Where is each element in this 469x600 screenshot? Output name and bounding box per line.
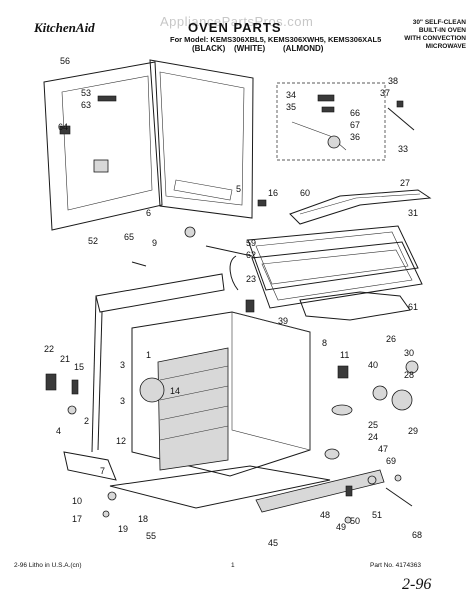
callout: 52 [88,236,98,246]
side-panel [149,59,254,219]
callout: 29 [408,426,418,436]
callout: 53 [81,88,91,98]
callout: 38 [388,76,398,86]
callout: 62 [246,250,256,260]
callout: 6 [146,208,151,218]
callout: 11 [340,350,349,360]
callout: 22 [44,344,54,354]
callout: 69 [386,456,396,466]
callout: 59 [246,238,256,248]
callout: 45 [268,538,278,548]
callout: 66 [350,108,360,118]
callout: 55 [146,531,156,541]
variant-black: (BLACK) [192,44,226,53]
misc-parts [131,199,267,313]
callout: 3 [120,360,125,370]
callout: 15 [74,362,84,372]
callout-labels: 56 53 63 64 52 6 65 9 5 16 60 27 31 59 6… [44,56,422,548]
callout: 37 [380,88,390,98]
callout: 50 [350,516,360,526]
model-line: For Model: KEMS306XBL5, KEMS306XWH5, KEM… [170,35,382,44]
description-line: BUILT-IN OVEN [418,27,466,34]
callout: 33 [398,144,408,154]
latch-parts [45,373,117,518]
callout: 8 [322,338,327,348]
callout: 27 [400,178,410,188]
callout: 63 [81,100,91,110]
callout: 36 [350,132,360,142]
callout: 26 [386,334,396,344]
callout: 51 [372,510,382,520]
footer-part-number: Part No. 4174363 [370,562,421,569]
callout: 10 [72,496,82,506]
callout: 3 [120,396,125,406]
description-line: WITH CONVECTION [404,35,466,42]
callout: 34 [286,90,296,100]
oven-racks [247,225,423,321]
callout: 49 [336,522,346,532]
callout: 64 [58,122,68,132]
callout: 30 [404,348,414,358]
callout: 5 [236,184,241,194]
callout: 12 [116,436,126,446]
callout: 7 [100,466,105,476]
callout: 25 [368,420,378,430]
callout: 67 [350,120,360,130]
callout: 35 [286,102,296,112]
callout: 39 [278,316,288,326]
product-description: 30" SELF-CLEAN BUILT-IN OVEN WITH CONVEC… [388,19,466,51]
callout: 68 [412,530,422,540]
variant-almond: (ALMOND) [283,44,324,53]
callout: 16 [268,188,278,198]
callout: 4 [56,426,61,436]
oven-cavity [131,311,311,477]
broil-element [289,189,432,225]
variant-white: (WHITE) [234,44,266,53]
handwritten-note: 2-96 [402,576,432,593]
back-panel [43,61,163,231]
convection-element-inset [276,82,415,161]
front-frame [91,273,385,513]
callout: 1 [146,350,151,360]
callout: 56 [60,56,70,66]
callout: 21 [60,354,70,364]
callout: 2 [84,416,89,426]
callout: 28 [404,370,414,380]
footer-litho: 2-96 Litho in U.S.A.(cn) [14,562,82,569]
description-line: 30" SELF-CLEAN [412,19,466,26]
callout: 65 [124,232,134,242]
callout: 40 [368,360,378,370]
callout: 23 [246,274,256,284]
description-line: MICROWAVE [425,43,466,50]
page-title: OVEN PARTS [188,20,282,35]
callout: 60 [300,188,310,198]
watermark: AppliancePartsPros.com [160,14,314,29]
control-parts [324,360,419,524]
callout: 14 [170,386,180,396]
callout: 18 [138,514,148,524]
callout: 47 [378,444,388,454]
callout: 61 [408,302,418,312]
callout: 9 [152,238,157,248]
callout: 31 [408,208,418,218]
footer-page-number: 1 [231,562,235,569]
callout: 17 [72,514,82,524]
callout: 48 [320,510,330,520]
callout: 19 [118,524,128,534]
brand-logo: KitchenAid [34,20,95,35]
callout: 24 [368,432,378,442]
